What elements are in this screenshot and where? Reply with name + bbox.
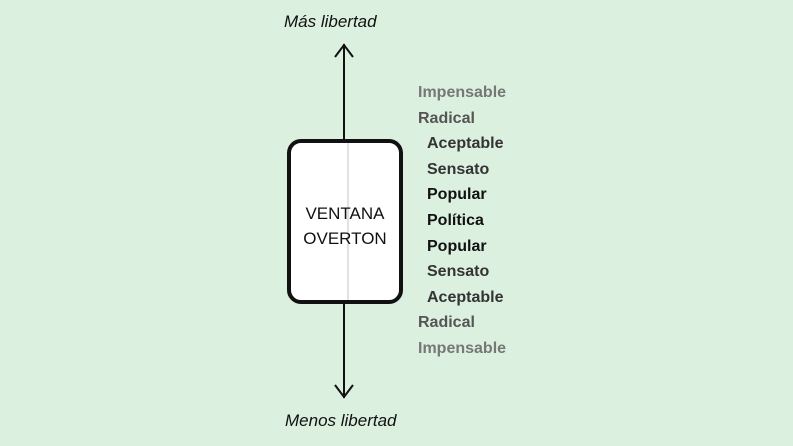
level-item: Impensable	[418, 340, 507, 357]
level-item: Popular	[427, 237, 487, 255]
less-freedom-label: Menos libertad	[285, 411, 397, 430]
window-center-line	[347, 143, 349, 300]
level-item: Aceptable	[427, 135, 504, 153]
level-item: Popular	[427, 186, 487, 204]
level-item: Aceptable	[427, 288, 504, 306]
more-freedom-label: Más libertad	[284, 12, 377, 31]
window-title-line1: VENTANA	[305, 204, 385, 223]
level-item: Sensato	[427, 160, 490, 178]
level-item: Impensable	[418, 84, 507, 101]
overton-window-box: VENTANA OVERTON	[287, 139, 403, 304]
level-item: Radical	[418, 109, 475, 127]
level-item: Radical	[418, 314, 475, 332]
level-item: Política	[427, 212, 484, 229]
window-title-line2: OVERTON	[303, 229, 387, 248]
level-item: Sensato	[427, 263, 490, 281]
